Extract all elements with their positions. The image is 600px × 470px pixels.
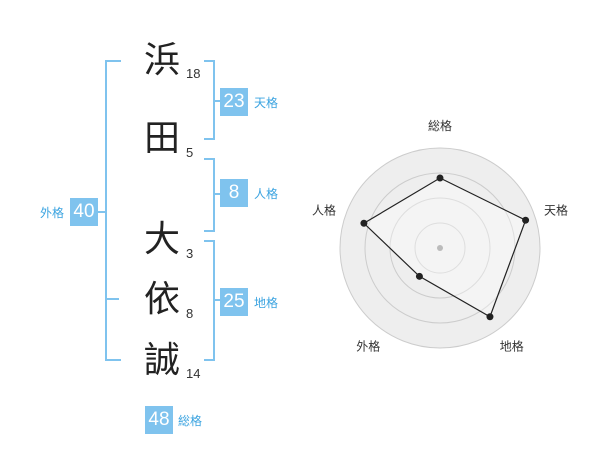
- gaikaku-label: 外格: [40, 206, 65, 220]
- soukaku-value: 48: [145, 406, 173, 434]
- stroke-count-3: 3: [186, 246, 194, 261]
- stroke-count-2: 5: [186, 145, 194, 160]
- radar-point-1: [436, 174, 444, 182]
- jinkaku-value: 8: [220, 179, 248, 207]
- radar-point-4: [415, 272, 423, 280]
- soukaku-label: 総格: [178, 414, 203, 428]
- name-char-2: 田: [143, 118, 180, 159]
- radar-point-5: [360, 219, 368, 227]
- name-char-5: 誠: [143, 340, 180, 381]
- radar-point-2: [522, 216, 530, 224]
- tenkaku-value: 23: [220, 88, 248, 116]
- radar-series-line: [362, 177, 527, 318]
- name-char-4: 依: [143, 279, 180, 320]
- stroke-count-4: 8: [186, 306, 194, 321]
- radar-ring-4: [339, 147, 541, 349]
- radar-axis-label-1: 総格: [428, 118, 452, 133]
- stroke-count-1: 18: [186, 66, 201, 81]
- chikaku-bracket-tick: [213, 299, 221, 301]
- radar-axis-label-4: 外格: [356, 339, 380, 354]
- radar-center-dot: [437, 245, 443, 251]
- name-char-1: 浜: [143, 40, 180, 81]
- tenkaku-label: 天格: [254, 96, 279, 110]
- radar-axis-label-3: 地格: [500, 339, 524, 354]
- gaikaku-bracket-tick: [98, 211, 105, 213]
- gaikaku-bracket-divider: [107, 298, 119, 300]
- radar-ring-1: [414, 222, 466, 274]
- name-char-3: 大: [143, 219, 180, 260]
- chikaku-value: 25: [220, 288, 248, 316]
- jinkaku-label: 人格: [254, 187, 279, 201]
- jinkaku-bracket: [204, 158, 215, 232]
- gaikaku-bracket: [105, 60, 121, 361]
- radar-axis-label-5: 人格: [312, 202, 336, 217]
- jinkaku-bracket-tick: [213, 193, 221, 195]
- radar-axis-label-2: 天格: [544, 202, 568, 217]
- gaikaku-value: 40: [70, 198, 98, 226]
- tenkaku-bracket-tick: [213, 100, 221, 102]
- radar-point-3: [486, 313, 494, 321]
- stroke-count-5: 14: [186, 366, 201, 381]
- chikaku-label: 地格: [254, 296, 279, 310]
